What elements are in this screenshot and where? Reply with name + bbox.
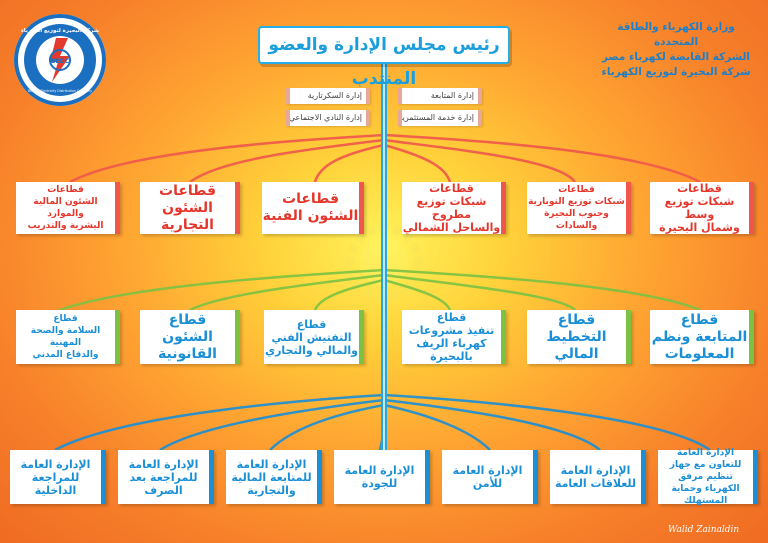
admin-unit-social-club: إدارة النادي الاجتماعي والرياضي [286,110,370,126]
company-name-line: شركة البحيرة لتوزيع الكهرباء [601,66,751,78]
card-line: للمراجعة الداخلية [31,470,80,497]
card-line: والتجارية [247,483,296,497]
card-line: تنفيذ مشروعات [408,324,495,337]
sector-card: قطاعات شبكات توزيع النوبارية وجنوب البحي… [527,182,631,234]
sector-card: قطاع الشئون القانونية [140,310,240,364]
sector-card: قطاع تنفيذ مشروعات كهرباء الريف بالبحيرة [402,310,506,364]
author-signature: Walid Zainaldin [668,525,740,535]
row2-branches [59,268,701,312]
card-line: الإدارة العامة [128,457,199,471]
card-line: قطاع [53,314,78,324]
sector-card: قطاع السلامة والصحة المهنية والدفاع المد… [16,310,120,364]
card-line: للأمن [472,477,503,490]
card-line: الإدارة العامة [676,448,735,458]
admin-unit-investor-services: إدارة خدمة المستثمرين [398,110,482,126]
card-line: للعلاقات العامة [554,477,637,490]
sector-card: قطاعات الشئون التجارية [140,182,240,234]
card-line: وشمال البحيرة [659,221,740,234]
card-line: وجنوب البحيرة والسادات [544,209,609,231]
card-line: قطاع [557,311,596,328]
card-line: شبكات توزيع مطروح [416,195,487,221]
card-line: والساحل الشمالي [402,221,501,234]
general-admin-card: الإدارة العامة للأمن [442,450,538,504]
card-line: المتابعة ونظم [651,328,748,345]
general-admin-card: الإدارة العامة للمراجعة بعد الصرف [118,450,214,504]
card-line: الإدارة العامة [452,464,523,477]
admin-unit-secretariat: إدارة السكرتارية [286,88,370,104]
card-line: للمتابعة المالية [231,470,312,484]
sector-card: قطاعات شبكات توزيع وسط وشمال البحيرة [650,182,754,234]
ministry-header: وزارة الكهرباء والطاقة المتجددة الشركة ا… [600,20,752,80]
card-line: قطاعات [47,185,84,195]
card-line: كهرباء الريف بالبحيرة [416,337,487,363]
general-admin-card: الإدارة العامة للمتابعة المالية والتجاري… [226,450,322,504]
general-admin-card: الإدارة العامة للعلاقات العامة [550,450,646,504]
card-line: السلامة والصحة المهنية [30,326,101,348]
general-admin-card: الإدارة العامة للتعاون مع جهاز تنظيم مرف… [658,448,758,506]
sector-card: قطاعات شبكات توزيع مطروح والساحل الشمالي [402,182,506,234]
card-line: الشئون التجارية [161,199,214,233]
card-line: قطاعات [429,182,474,195]
card-line: الشئون المالية والموارد [33,197,98,219]
card-line: البشرية والتدريب [27,221,104,231]
sector-card: قطاع التفتيش الفني والمالي والتجاري [264,310,364,364]
card-line: قطاع [296,317,327,331]
card-line: الإدارة العامة [20,457,91,471]
card-line: التفتيش الفني [271,330,352,344]
card-line: التخطيط المالي [546,328,607,362]
sector-card: قطاعات الشئون المالية والموارد البشرية و… [16,182,120,234]
card-line: الإدارة العامة [236,457,307,471]
card-line: قطاعات [282,191,339,207]
card-line: قطاع [436,311,467,324]
card-line: قطاع [680,311,719,328]
card-line: شبكات توزيع وسط [664,195,735,221]
sector-card: قطاع التخطيط المالي [527,310,631,364]
card-line: الإدارة العامة [560,464,631,477]
company-logo: BEDC شركة البحيرة لتوزيع الكهرباء Behera… [12,12,108,108]
chart-title: رئيس مجلس الإدارة والعضو المنتدب [258,26,510,89]
card-line: الإدارة العامة [344,464,415,477]
logo-arc-text: شركة البحيرة لتوزيع الكهرباء [21,27,99,34]
card-line: شبكات توزيع النوبارية [528,197,625,207]
card-line: المعلومات [664,345,735,362]
sector-card: قطاعات الشئون الفنية [262,182,364,234]
logo-abbr: BEDC [51,58,70,65]
card-line: الشئون القانونية [158,328,217,362]
row3-branches [54,393,711,452]
card-line: للجودة [361,477,398,490]
card-line: قطاعات [677,182,722,195]
card-line: قطاعات [558,185,595,195]
logo-bottom-text: Behera Electricity Distribution Company [28,89,92,93]
card-line: الصرف [144,483,183,497]
card-line: الشئون الفنية [262,208,359,224]
card-line: الكهرباء وحماية المستهلك [671,484,740,506]
general-admin-card: الإدارة العامة للجودة [334,450,430,504]
general-admin-card: الإدارة العامة للمراجعة الداخلية [10,450,106,504]
card-line: والمالي والتجاري [264,343,359,357]
card-line: قطاع [168,311,207,328]
ministry-line: وزارة الكهرباء والطاقة المتجددة [617,21,735,48]
admin-unit-followup: إدارة المتابعة [398,88,482,104]
sector-card: قطاع المتابعة ونظم المعلومات [650,310,754,364]
holding-company-line: الشركة القابضة لكهرباء مصر [601,51,751,63]
card-line: للمراجعة بعد [129,470,198,484]
row1-branches [69,133,701,184]
card-line: قطاعات [159,182,216,199]
card-line: للتعاون مع جهاز تنظيم مرفق [669,460,742,482]
card-line: والدفاع المدني [32,350,99,360]
